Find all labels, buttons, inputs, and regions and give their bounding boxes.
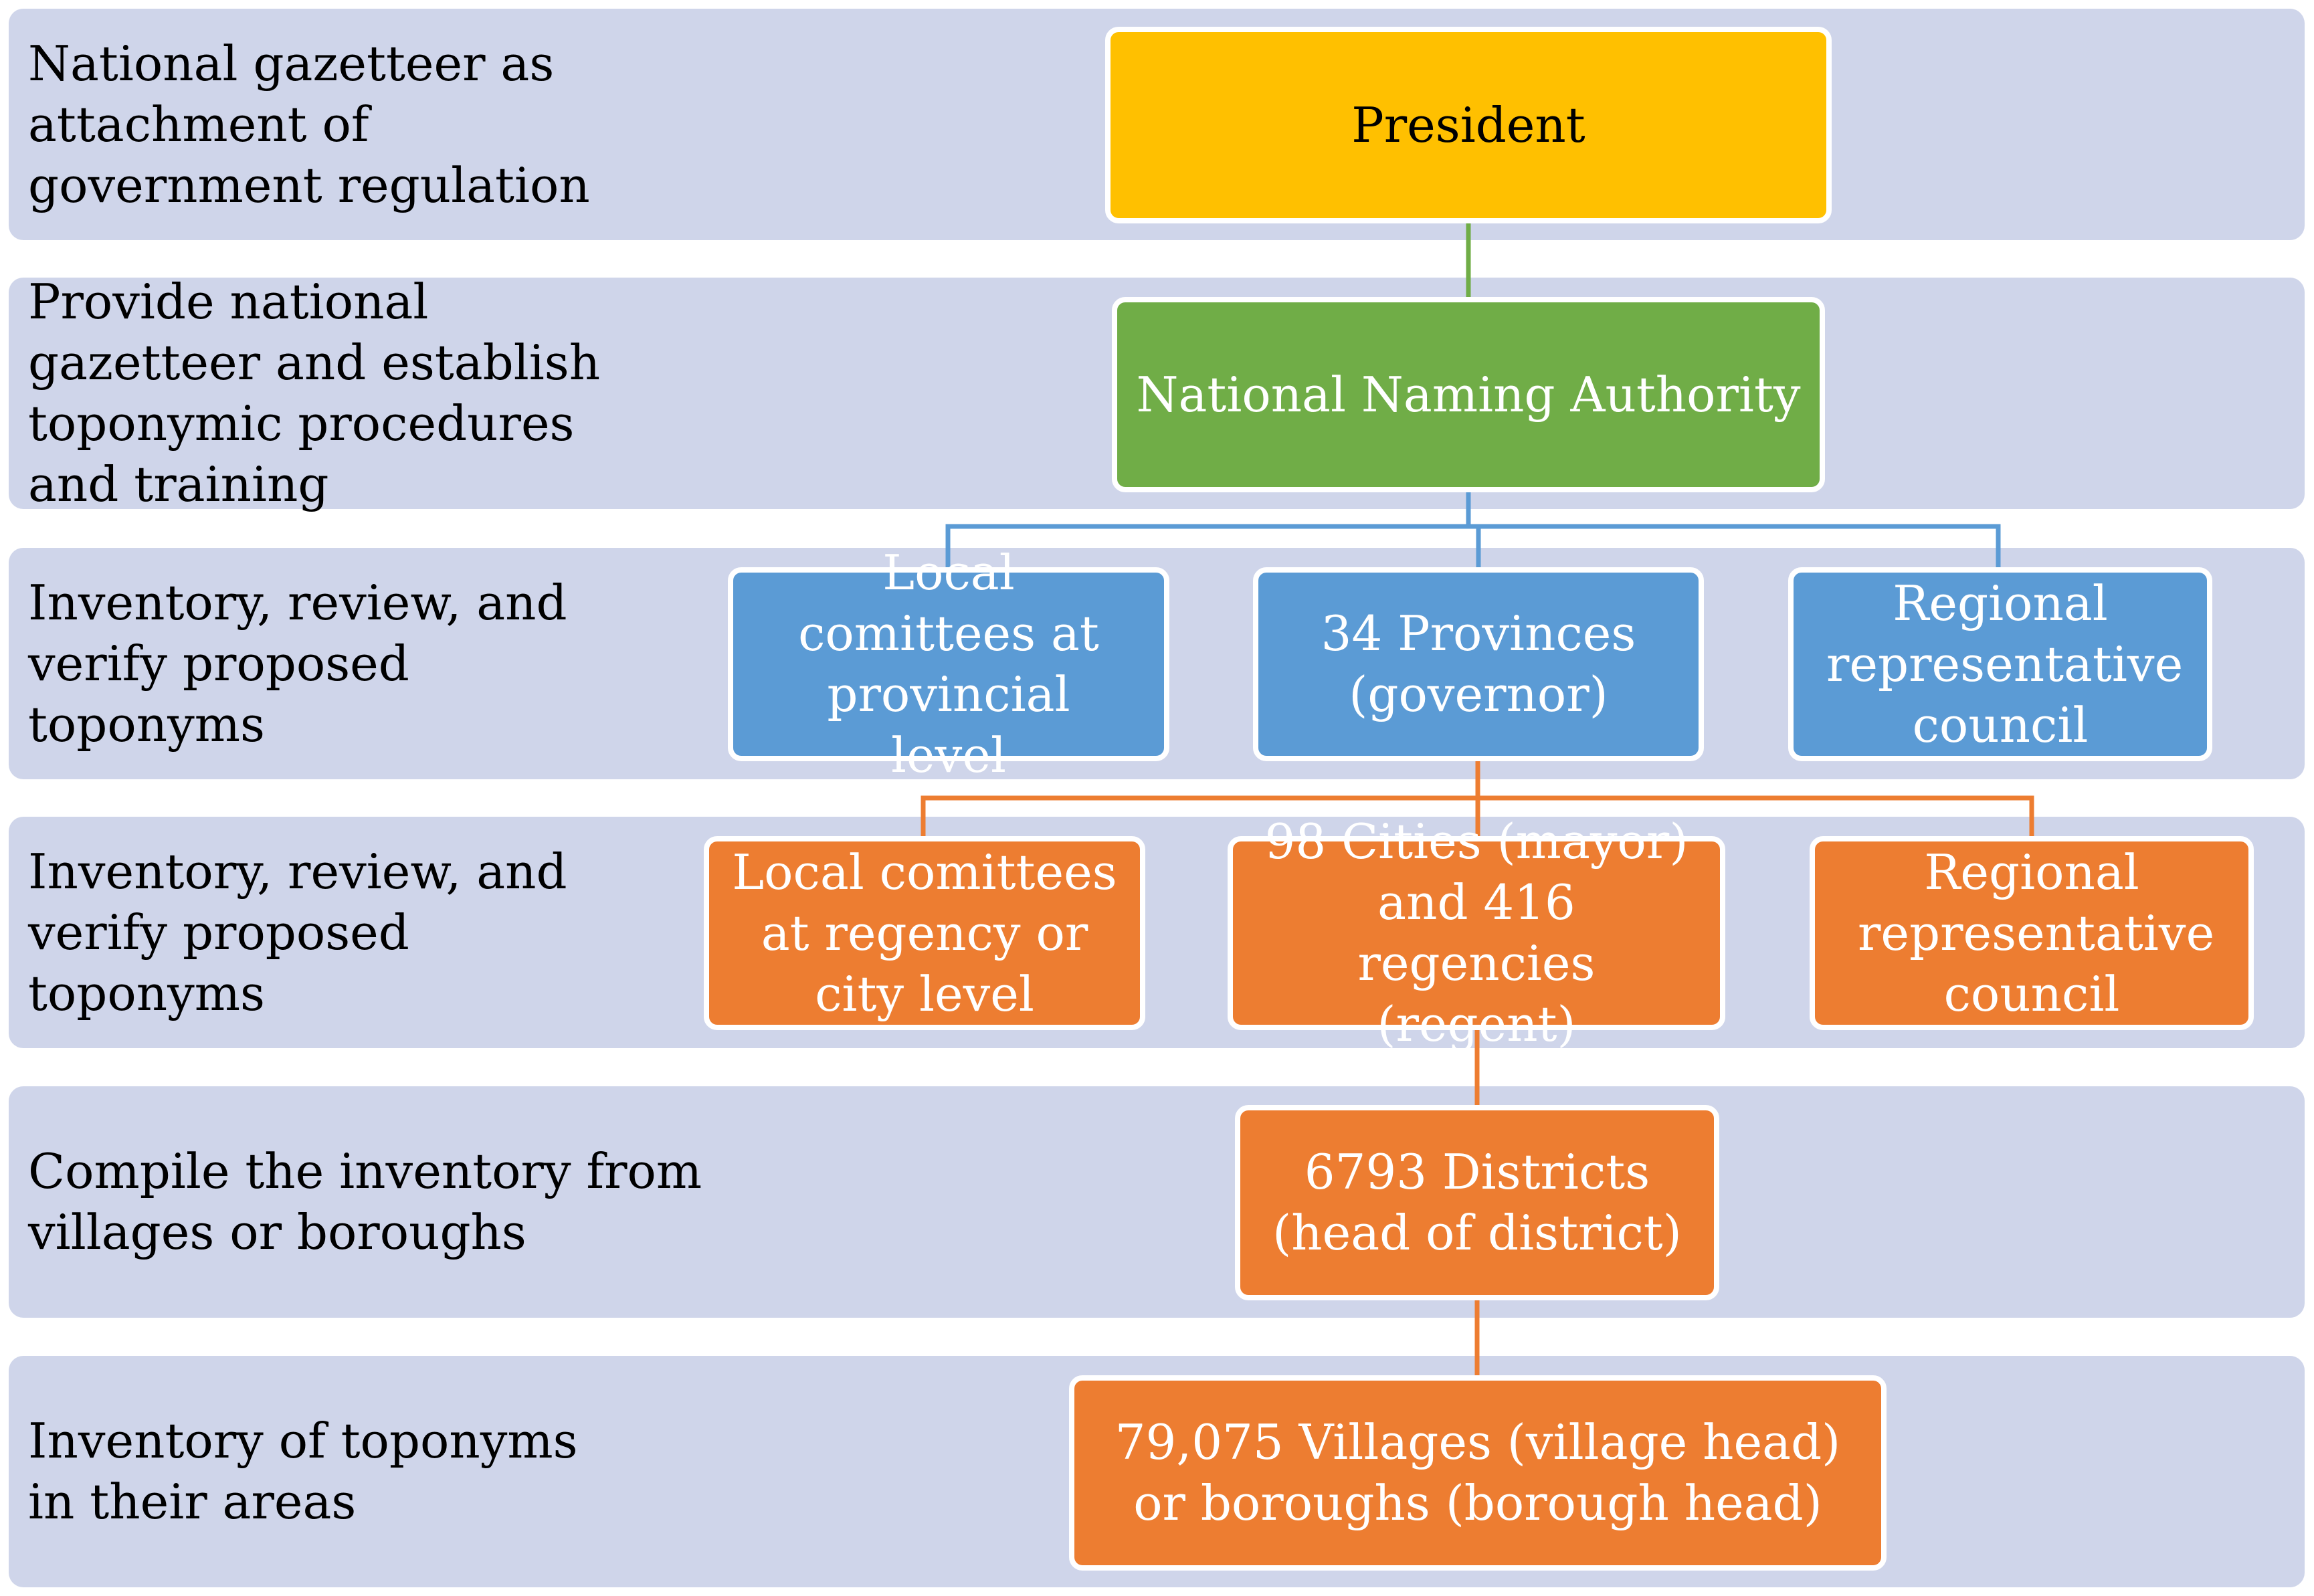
node-regency-committees: Local comittees at regency or city level — [704, 836, 1145, 1030]
band-label-village: Inventory of toponyms in their areas — [28, 1413, 578, 1530]
band-label-national-gazetteer: Provide national gazetteer and establish… — [28, 274, 601, 512]
node-provincial-committees: Local comittees at provincial level — [728, 544, 1169, 783]
band-label-provincial: Inventory, review, and verify proposed t… — [28, 574, 567, 753]
band-label-regency: Inventory, review, and verify proposed t… — [28, 843, 567, 1021]
connector-provincial-bus — [945, 524, 2001, 567]
node-president: President — [1105, 27, 1832, 223]
band-label-regulation: National gazetteer as attachment of gove… — [28, 35, 590, 213]
band-label-district: Compile the inventory from villages or b… — [28, 1143, 702, 1260]
node-national-naming-authority: National Naming Authority — [1112, 297, 1825, 492]
connector-regency-bus — [921, 795, 2034, 836]
node-provincial-council: Regional representative council — [1788, 567, 2212, 761]
band-district — [9, 1086, 2305, 1318]
node-provinces: 34 Provinces (governor) — [1253, 567, 1704, 761]
node-regency-council: Regional representative council — [1810, 836, 2254, 1030]
node-villages: 79,075 Villages (village head) or boroug… — [1069, 1375, 1887, 1571]
node-districts: 6793 Districts (head of district) — [1235, 1105, 1719, 1300]
node-cities-regencies: 98 Cities (mayor) and 416 regencies (reg… — [1228, 813, 1725, 1052]
